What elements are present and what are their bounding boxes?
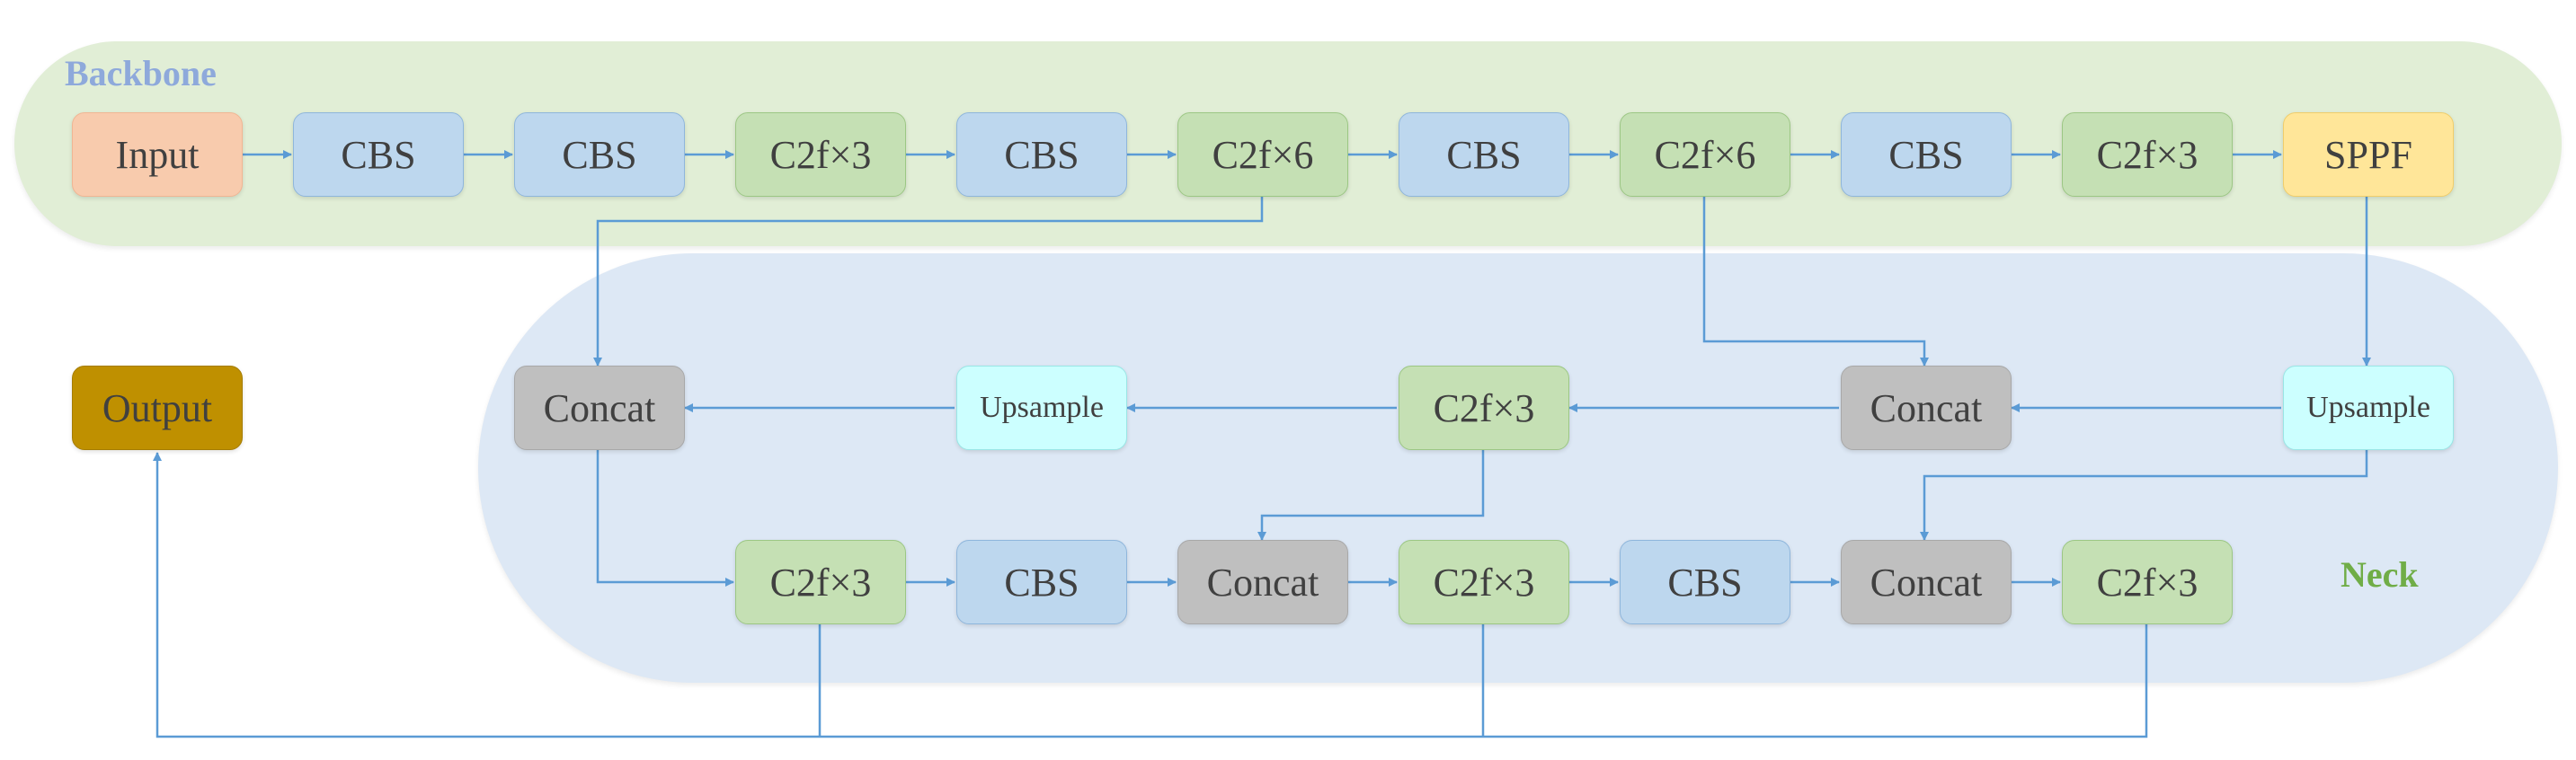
backbone-cbs-node: CBS (293, 112, 464, 197)
backbone-cbs-node: CBS (956, 112, 1127, 197)
backbone-c2f-node: C2f×3 (2062, 112, 2233, 197)
neck-concat-node: Concat (1841, 540, 2012, 624)
backbone-cbs-node: CBS (1841, 112, 2012, 197)
connector-c2f6-to-concat-right (1702, 197, 1929, 367)
input-node: Input (72, 112, 243, 197)
backbone-cbs-node: CBS (514, 112, 685, 197)
connector-outputs-to-output (153, 452, 2148, 738)
connector-concat-to-c2f-bottom (596, 450, 734, 587)
backbone-title: Backbone (65, 53, 217, 93)
neck-concat-node: Concat (1177, 540, 1348, 624)
neck-cbs-node: CBS (1620, 540, 1790, 624)
neck-concat-node: Concat (514, 366, 685, 450)
neck-c2f-node: C2f×3 (1399, 540, 1569, 624)
backbone-c2f-node: C2f×6 (1177, 112, 1348, 197)
backbone-cbs-node: CBS (1399, 112, 1569, 197)
neck-c2f-node: C2f×3 (2062, 540, 2233, 624)
output-node: Output (72, 366, 243, 450)
sppf-node: SPPF (2283, 112, 2454, 197)
connector-upsample-to-concat-bottom (1920, 450, 2368, 541)
neck-title: Neck (2341, 554, 2419, 595)
neck-upsample-node: Upsample (956, 366, 1127, 450)
backbone-c2f-node: C2f×3 (735, 112, 906, 197)
connector-c2f6-to-concat-top (593, 197, 1264, 367)
backbone-c2f-node: C2f×6 (1620, 112, 1790, 197)
neck-cbs-node: CBS (956, 540, 1127, 624)
neck-concat-node: Concat (1841, 366, 2012, 450)
neck-upsample-node: Upsample (2283, 366, 2454, 450)
connector-c2f-to-concat-bottom (1257, 450, 1485, 541)
neck-c2f-node: C2f×3 (1399, 366, 1569, 450)
neck-c2f-node: C2f×3 (735, 540, 906, 624)
